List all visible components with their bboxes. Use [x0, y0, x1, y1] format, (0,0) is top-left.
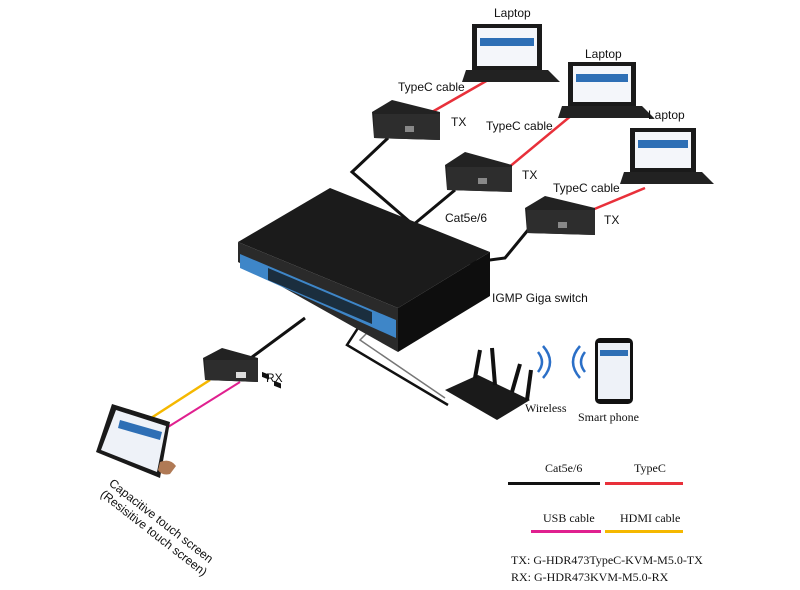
legend-hdmi-line — [605, 530, 683, 533]
tx-unit-3 — [525, 196, 595, 235]
switch-side — [398, 252, 490, 352]
tx-label-1: TX — [451, 115, 467, 129]
switch-ports — [262, 371, 281, 389]
switch-port-strip — [268, 268, 372, 324]
laptop-label-3: Laptop — [648, 108, 685, 122]
legend-cat-line — [508, 482, 600, 485]
legend-usb-label: USB cable — [543, 511, 595, 525]
usb-cable — [159, 381, 241, 433]
laptop-2 — [558, 62, 654, 118]
laptop-1 — [462, 24, 560, 82]
cat-cable-tx1 — [349, 136, 411, 224]
legend-cat-label: Cat5e/6 — [545, 461, 583, 475]
hdmi-cable — [147, 378, 211, 422]
rx-label: RX — [266, 371, 283, 385]
finger-icon — [158, 460, 176, 475]
typec-label-2: TypeC cable — [486, 119, 553, 133]
legend-usb-line — [531, 530, 601, 533]
laptop-3 — [620, 128, 714, 184]
laptop-label-1: Laptop — [494, 6, 531, 20]
rx-unit — [203, 348, 258, 382]
typec-cable-3 — [591, 186, 646, 212]
tx-unit-2 — [445, 152, 512, 192]
tx-model-text: TX: G-HDR473TypeC-KVM-M5.0-TX — [511, 553, 703, 567]
tx-unit-1 — [372, 100, 440, 140]
wireless-label: Wireless — [525, 401, 567, 415]
smartphone-label: Smart phone — [578, 410, 639, 424]
cat-label: Cat5e/6 — [445, 211, 488, 225]
rx-model-text: RX: G-HDR473KVM-M5.0-RX — [511, 570, 669, 584]
wireless-router — [445, 345, 552, 420]
wifi-icon-router — [536, 345, 552, 379]
legend-typec-line — [605, 482, 683, 485]
typec-cable-1 — [431, 78, 489, 114]
switch-label: IGMP Giga switch — [492, 291, 588, 305]
tx-label-2: TX — [522, 168, 538, 182]
wifi-icon-phone — [571, 345, 587, 379]
igmp-switch — [238, 188, 490, 389]
typec-cable-2 — [507, 109, 579, 169]
touch-screen — [96, 404, 176, 478]
cat-cable-router — [345, 327, 449, 407]
smartphone — [571, 338, 633, 404]
switch-top — [238, 188, 490, 308]
tx-label-3: TX — [604, 213, 620, 227]
typec-cables — [431, 78, 646, 212]
typec-label-3: TypeC cable — [553, 181, 620, 195]
laptop-label-2: Laptop — [585, 47, 622, 61]
legend-hdmi-label: HDMI cable — [620, 511, 681, 525]
legend-typec-label: TypeC — [634, 461, 666, 475]
typec-label-1: TypeC cable — [398, 80, 465, 94]
